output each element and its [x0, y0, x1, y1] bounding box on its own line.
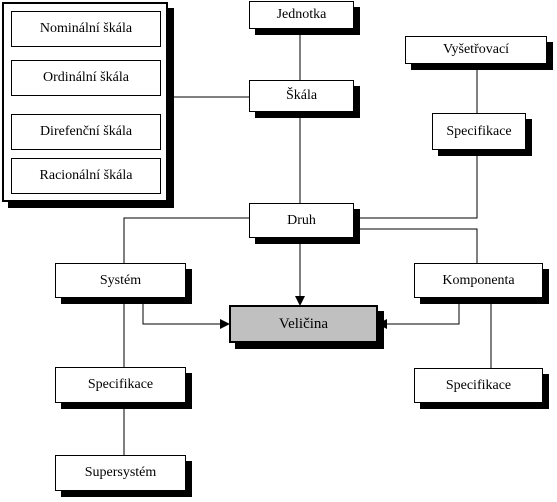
arrow-component-quantity [377, 298, 460, 329]
ordinal-scale-box: Ordinální škála [11, 60, 161, 96]
ratio-scale-label: Racionální škála [39, 168, 133, 183]
scale-box: Škála [249, 80, 354, 112]
specification-top-label: Specifikace [446, 123, 512, 139]
nominal-scale-box: Nominální škála [11, 11, 161, 47]
quantity-box: Veličina [229, 305, 378, 343]
component-label: Komponenta [442, 272, 515, 288]
scale-types-group: Nominální škála Ordinální škála Direfenč… [2, 2, 168, 202]
difference-scale-label: Direfenční škála [39, 124, 133, 139]
arrow-system-quantity [142, 298, 230, 329]
link-kind-system [123, 217, 249, 263]
system-label: Systém [99, 272, 142, 288]
specification-system-label: Specifikace [87, 377, 154, 392]
ordinal-scale-label: Ordinální škála [43, 70, 129, 85]
link-specification-kind [354, 150, 478, 219]
nominal-scale-label: Nominální škála [39, 21, 133, 36]
component-box: Komponenta [414, 263, 543, 298]
kind-box: Druh [249, 203, 354, 238]
kind-label: Druh [287, 212, 316, 228]
scale-label: Škála [285, 88, 318, 103]
specification-component-label: Specifikace [445, 377, 512, 393]
specification-component-box: Specifikace [414, 368, 543, 403]
system-box: Systém [55, 263, 186, 298]
link-kind-component [354, 228, 478, 263]
unit-label: Jednotka [276, 7, 327, 22]
supersystem-label: Supersystém [84, 465, 157, 480]
investigative-box: Vyšetřovací [405, 36, 547, 64]
specification-system-box: Specifikace [55, 367, 186, 403]
specification-top-box: Specifikace [432, 113, 526, 150]
quantity-label: Veličina [278, 315, 329, 332]
investigative-label: Vyšetřovací [442, 42, 510, 57]
supersystem-box: Supersystém [55, 455, 186, 491]
ratio-scale-box: Racionální škála [11, 158, 161, 194]
difference-scale-box: Direfenční škála [11, 114, 161, 150]
unit-box: Jednotka [249, 1, 354, 29]
